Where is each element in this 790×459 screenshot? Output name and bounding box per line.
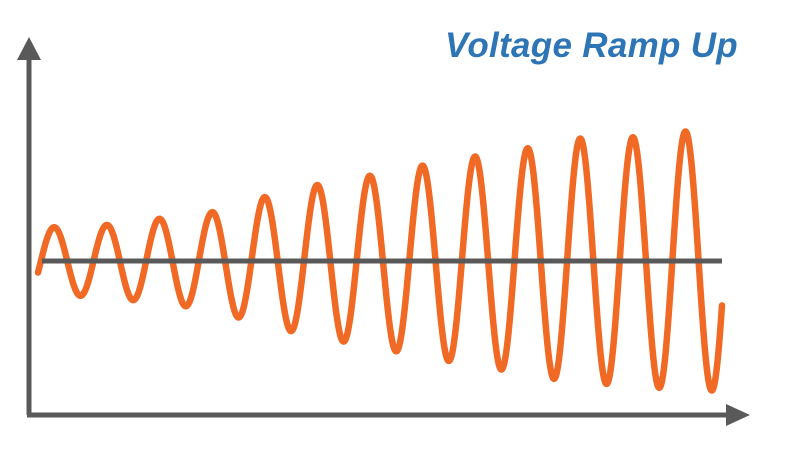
- y-axis-arrow-icon: [17, 37, 41, 60]
- chart-title: Voltage Ramp Up: [445, 26, 738, 65]
- x-axis-arrow-icon: [726, 404, 750, 426]
- voltage-signal-line: [34, 128, 726, 394]
